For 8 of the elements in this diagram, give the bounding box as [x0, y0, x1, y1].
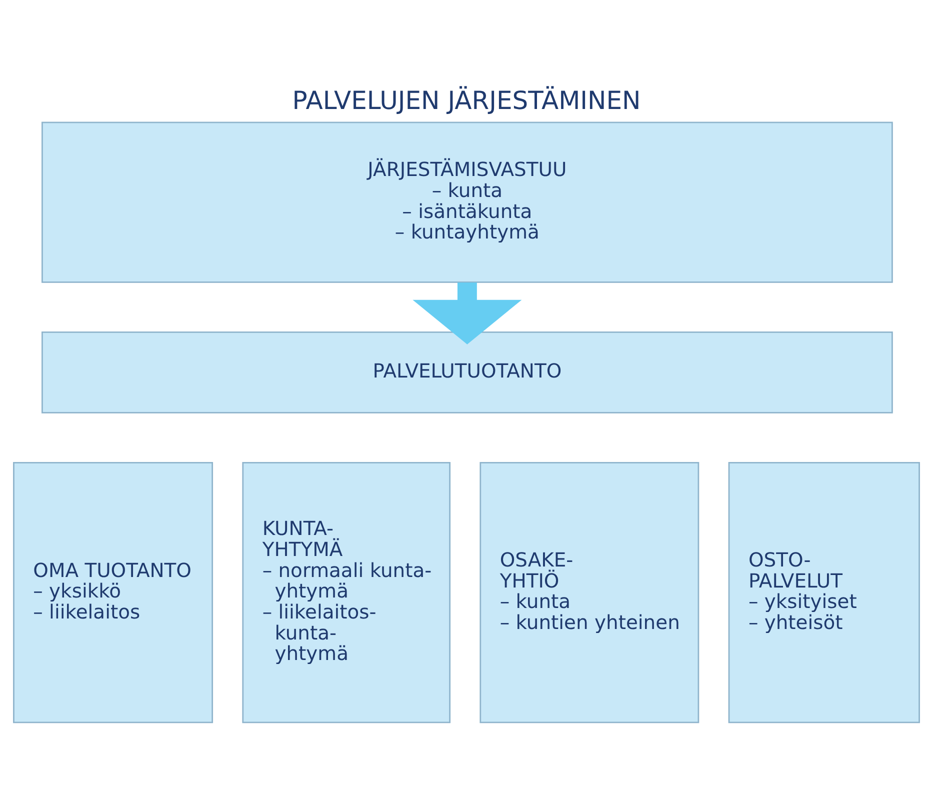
node-box: OSTO- PALVELUT – yksityiset – yhteisöt: [728, 462, 920, 724]
node-box: OSAKE- YHTIÖ – kunta – kuntien yhteinen: [480, 462, 700, 724]
node-box: KUNTA- YHTYMÄ – normaali kunta- yhtymä – liikelaitos- kunta- yhtymä: [242, 462, 451, 724]
node-box: OMA TUOTANTO – yksikkö – liikelaitos: [13, 462, 214, 724]
arrow: [412, 282, 522, 344]
node-box: JÄRJESTÄMISVASTUU – kunta – isäntäkunta – kuntayhtymä: [42, 122, 893, 283]
node-box: PALVELUTUOTANTO: [42, 331, 893, 414]
diagram-title: PALVELUJEN JÄRJESTÄMINEN: [292, 86, 641, 116]
